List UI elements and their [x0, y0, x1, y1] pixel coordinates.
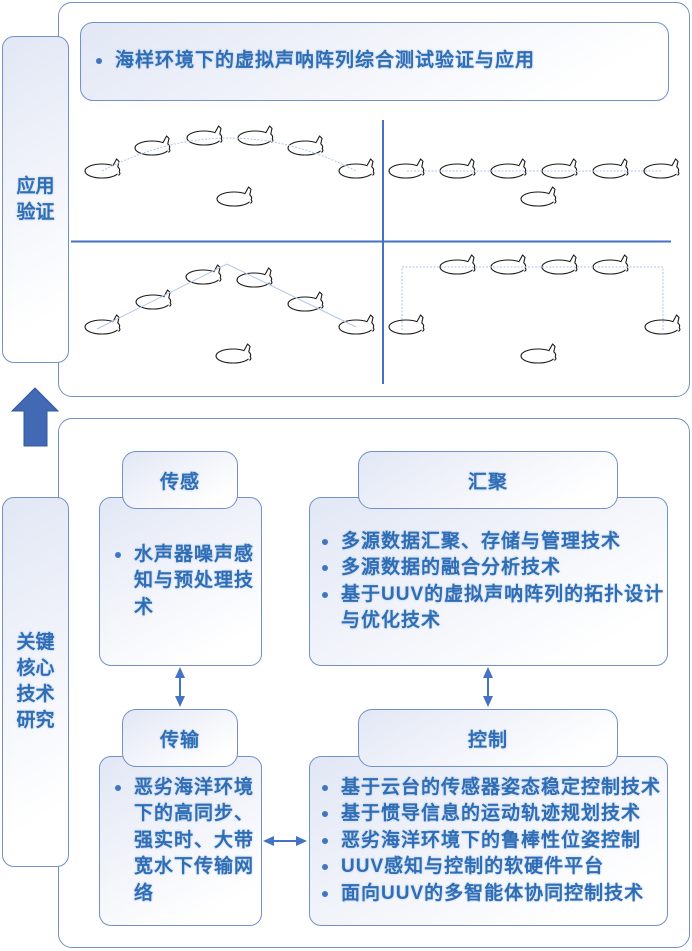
aggregation-item: 基于UUV的虚拟声呐阵列的拓扑设计与优化技术 [320, 582, 667, 635]
section-label-line: 关键 [16, 632, 55, 653]
transmission-module-body: 恶劣海洋环境下的高同步、强实时、大带宽水下传输网络 [99, 756, 262, 926]
section-label-line: 研究 [16, 710, 55, 731]
sensing-module-body: 水声器噪声感知与预处理技术 [99, 497, 262, 666]
control-item: 恶劣海洋环境下的鲁棒性位姿控制 [320, 828, 667, 855]
aggregation-module-title: 汇聚 [467, 471, 508, 493]
aggregation-item: 多源数据汇聚、存储与管理技术 [320, 529, 667, 556]
sensing-module-header: 传感 [122, 451, 238, 509]
control-items: 基于云台的传感器姿态稳定控制技术 基于惯导信息的运动轨迹规划技术 恶劣海洋环境下… [320, 775, 667, 908]
control-module-header: 控制 [358, 709, 618, 767]
sensing-item: 水声器噪声感知与预处理技术 [113, 542, 259, 622]
sensing-items: 水声器噪声感知与预处理技术 [113, 542, 259, 622]
control-item: 面向UUV的多智能体协同控制技术 [320, 881, 667, 908]
section-label-line: 验证 [16, 201, 55, 223]
transmission-item: 恶劣海洋环境下的高同步、强实时、大带宽水下传输网络 [113, 775, 259, 908]
section-label-application: 应用 验证 [2, 36, 69, 363]
aggregation-item: 多源数据的融合分析技术 [320, 555, 667, 582]
transmission-items: 恶劣海洋环境下的高同步、强实时、大带宽水下传输网络 [113, 775, 259, 908]
up-arrow-icon [10, 387, 60, 447]
section-label-research: 关键 核心 技术 研究 [2, 497, 69, 867]
section-label-line: 技术 [16, 684, 55, 705]
transmission-module-title: 传输 [159, 729, 200, 751]
application-title: 海样环境下的虚拟声呐阵列综合测试验证与应用 [94, 48, 654, 75]
aggregation-module-body: 多源数据汇聚、存储与管理技术 多源数据的融合分析技术 基于UUV的虚拟声呐阵列的… [309, 497, 668, 666]
transmission-module-header: 传输 [122, 709, 238, 767]
section-label-line: 应用 [16, 175, 55, 197]
control-module-title: 控制 [467, 729, 508, 751]
section-label-line: 核心 [16, 658, 55, 679]
control-item: UUV感知与控制的软硬件平台 [320, 854, 667, 881]
control-item: 基于惯导信息的运动轨迹规划技术 [320, 801, 667, 828]
aggregation-items: 多源数据汇聚、存储与管理技术 多源数据的融合分析技术 基于UUV的虚拟声呐阵列的… [320, 529, 667, 635]
sensing-module-title: 传感 [159, 471, 200, 493]
application-title-box: 海样环境下的虚拟声呐阵列综合测试验证与应用 [80, 22, 669, 101]
control-module-body: 基于云台的传感器姿态稳定控制技术 基于惯导信息的运动轨迹规划技术 恶劣海洋环境下… [309, 756, 668, 926]
application-title-list: 海样环境下的虚拟声呐阵列综合测试验证与应用 [94, 48, 654, 75]
control-item: 基于云台的传感器姿态稳定控制技术 [320, 775, 667, 802]
aggregation-module-header: 汇聚 [358, 451, 618, 509]
